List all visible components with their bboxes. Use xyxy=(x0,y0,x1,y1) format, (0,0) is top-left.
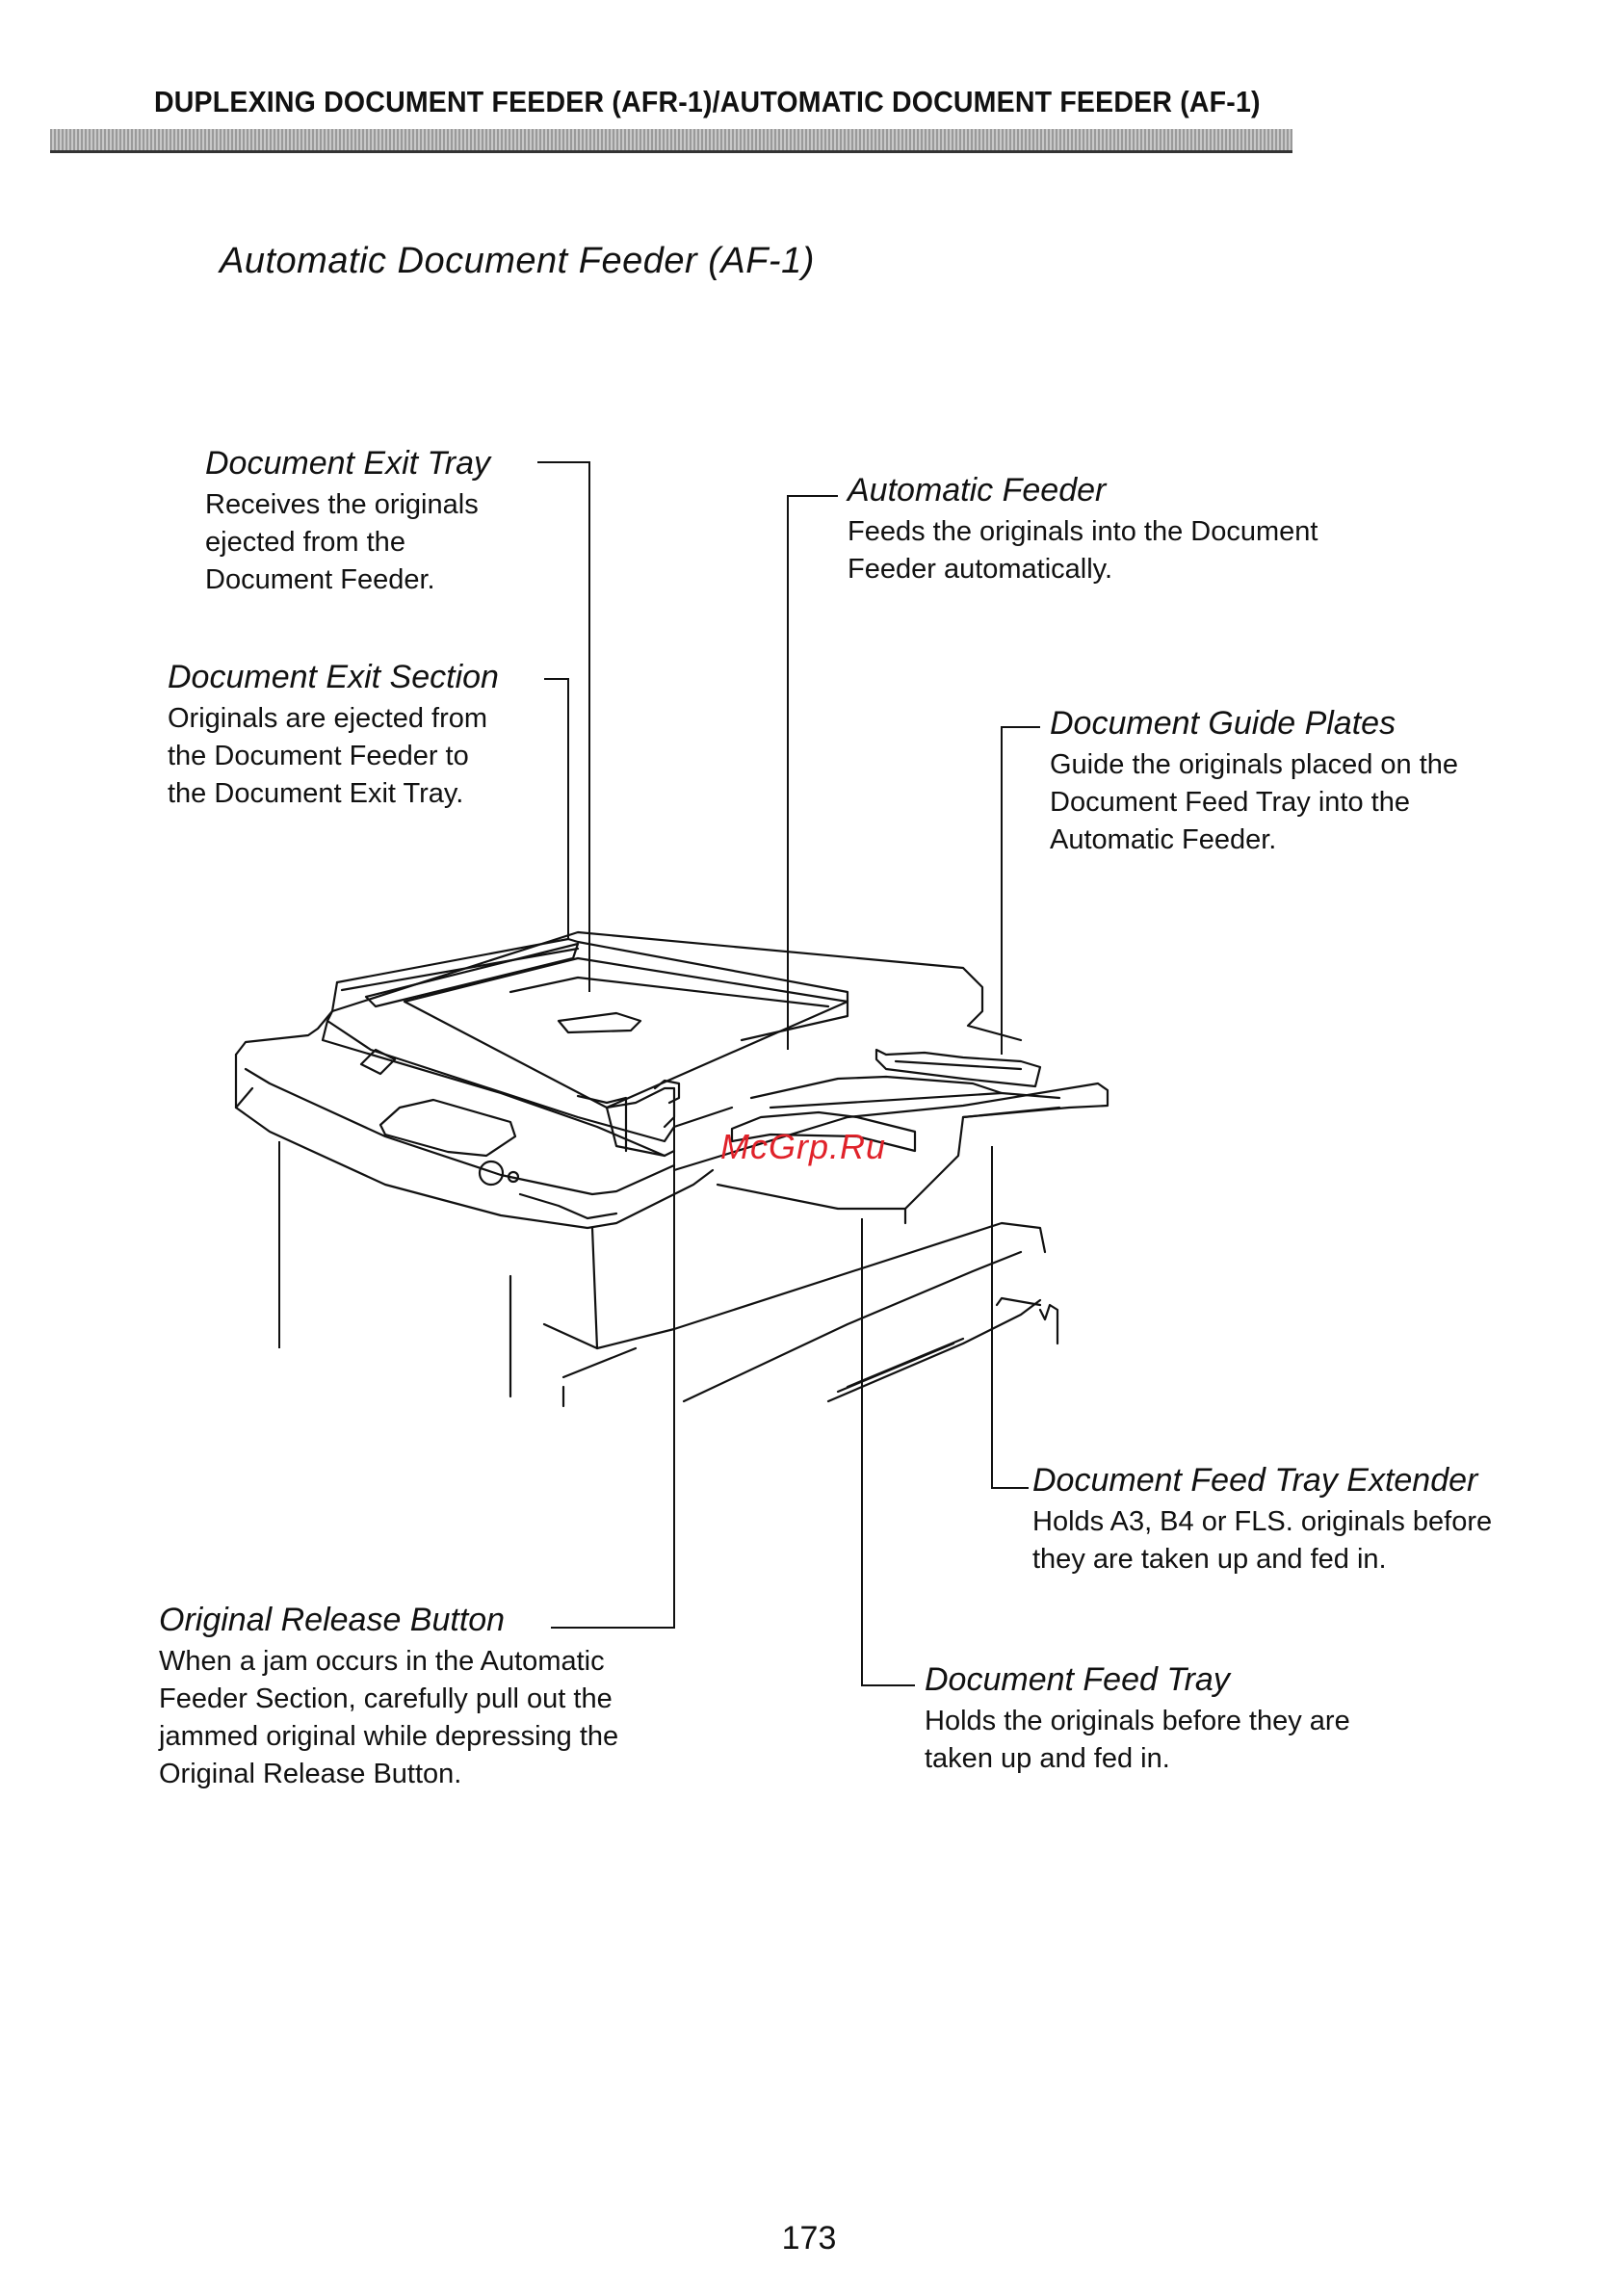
label-name: Document Exit Tray xyxy=(205,445,491,482)
label-document-feed-tray-extender: Document Feed Tray Extender Holds A3, B4… xyxy=(1032,1462,1492,1578)
label-desc: When a jam occurs in the Automatic Feede… xyxy=(159,1646,619,1789)
page-number: 173 xyxy=(781,2220,837,2257)
label-name: Document Feed Tray Extender xyxy=(1032,1462,1478,1499)
label-name: Original Release Button xyxy=(159,1602,506,1638)
label-name: Document Feed Tray xyxy=(925,1661,1230,1698)
label-desc: Holds A3, B4 or FLS. originals before th… xyxy=(1032,1506,1493,1575)
section-title: Automatic Document Feeder (AF-1) xyxy=(220,241,815,281)
label-name: Document Exit Section xyxy=(168,659,499,695)
label-document-exit-section: Document Exit Section Originals are ejec… xyxy=(168,659,499,813)
label-desc: Guide the originals placed on the Docume… xyxy=(1050,749,1459,855)
label-original-release-button: Original Release Button When a jam occur… xyxy=(159,1602,618,1793)
label-desc: Feeds the originals into the Document Fe… xyxy=(848,516,1318,585)
page-header-title: DUPLEXING DOCUMENT FEEDER (AFR-1)/AUTOMA… xyxy=(154,85,1261,118)
label-automatic-feeder: Automatic Feeder Feeds the originals int… xyxy=(848,472,1318,588)
label-desc: Receives the originals ejected from the … xyxy=(205,489,479,595)
label-document-exit-tray: Document Exit Tray Receives the original… xyxy=(205,445,490,599)
label-document-feed-tray: Document Feed Tray Holds the originals b… xyxy=(925,1661,1350,1778)
header-rule xyxy=(50,129,1292,153)
label-desc: Holds the originals before they are take… xyxy=(925,1706,1350,1774)
watermark: McGrp.Ru xyxy=(720,1127,887,1166)
label-name: Document Guide Plates xyxy=(1050,705,1396,742)
label-document-guide-plates: Document Guide Plates Guide the original… xyxy=(1050,705,1458,859)
label-desc: Originals are ejected from the Document … xyxy=(168,703,488,809)
label-name: Automatic Feeder xyxy=(848,472,1107,509)
